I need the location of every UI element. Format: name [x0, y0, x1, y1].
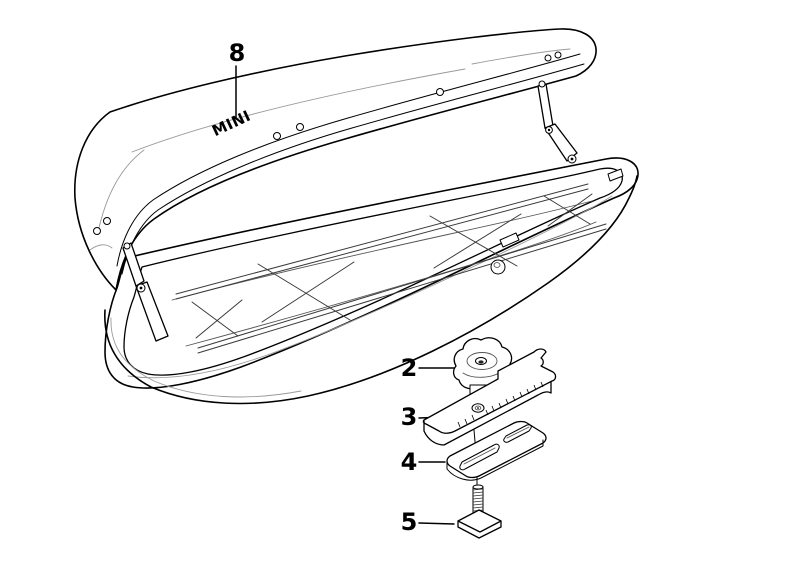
cargo-box-lid-drawing [74, 28, 597, 291]
lid-surface-contour-1 [131, 68, 466, 153]
rim-corner-tab [607, 168, 624, 182]
tray-floor-near-edge [185, 221, 597, 347]
tray-floor-ribs [175, 183, 607, 354]
bracket-top-face [422, 348, 557, 434]
callout-label-5[interactable]: 5 [400, 508, 418, 536]
mounting-plate-drawing [446, 420, 547, 481]
callout-label-4[interactable]: 4 [400, 448, 418, 476]
lid-band-line-2 [121, 63, 585, 275]
bolt-square-base-top [457, 509, 502, 533]
lid-surface-contour-4 [89, 244, 113, 251]
callout-label-3[interactable]: 3 [400, 403, 418, 431]
bolt-square-base-side [457, 520, 502, 539]
bracket-side-face [423, 381, 552, 446]
lid-surface-contour-3 [471, 48, 571, 65]
callout-label-2[interactable]: 2 [400, 354, 418, 382]
lid-band-line-1 [116, 53, 581, 267]
rim-latch-tab [499, 232, 520, 248]
serrated-bracket-drawing [422, 348, 557, 446]
callout-label-8[interactable]: 8 [228, 39, 246, 67]
lid-outline [74, 28, 597, 291]
bracket-hole [471, 403, 485, 413]
lid-rivets [93, 51, 562, 235]
t-bolt-drawing [457, 484, 502, 539]
leader-line-5 [418, 522, 455, 525]
tray-rim-band-line [127, 195, 613, 379]
strut-left-lower-arm [135, 281, 169, 342]
tray-rim-inner [123, 167, 623, 376]
knob-center-hole [475, 357, 487, 365]
cargo-box-base-drawing [104, 157, 639, 405]
lid-surface-contour-2 [97, 149, 145, 233]
lock-button [490, 259, 506, 275]
tray-bottom-edge [104, 175, 638, 405]
lid-strut-left-drawing [122, 242, 169, 342]
strut-right-lower-arm [544, 123, 578, 162]
bracket-serration [457, 381, 544, 428]
tray-body-contour [110, 317, 302, 398]
callout-leader-lines [235, 65, 456, 525]
tray-floor-far-edge [171, 200, 593, 301]
plate-thickness-edge [446, 439, 544, 481]
lid-strut-right-drawing [537, 80, 578, 164]
